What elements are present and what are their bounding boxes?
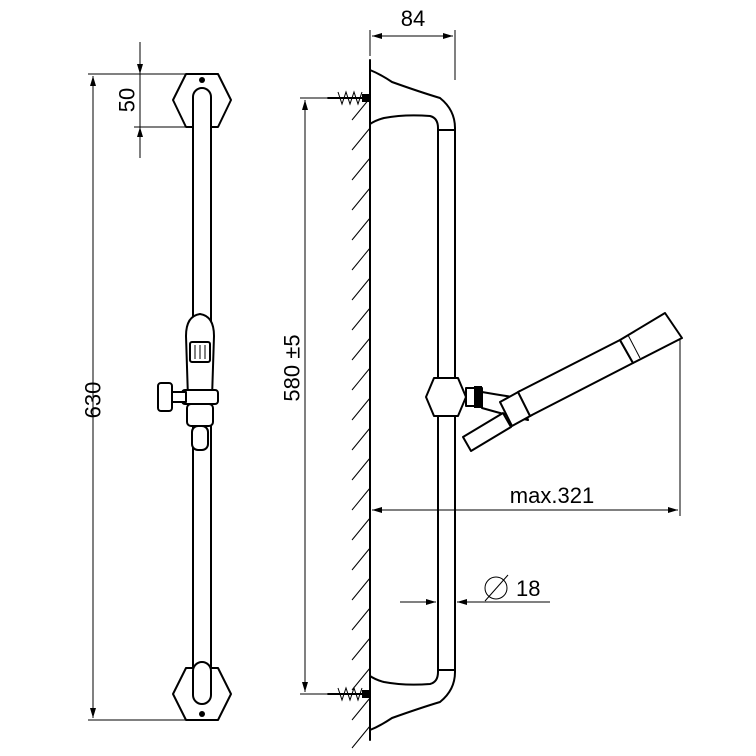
bottom-wall-screw bbox=[327, 686, 373, 702]
side-view: 84 580 ±5 bbox=[280, 6, 683, 749]
lock-knob bbox=[157, 382, 173, 412]
diameter-symbol bbox=[484, 574, 509, 602]
handshower-hose-end bbox=[462, 412, 512, 452]
bottom-bracket-profile bbox=[369, 664, 456, 731]
bottom-bracket-screw-hole bbox=[199, 711, 205, 717]
handshower-handle bbox=[517, 339, 634, 417]
holder-bottom bbox=[191, 425, 209, 451]
slider-clamp bbox=[181, 389, 219, 405]
top-wall-screw bbox=[327, 90, 373, 106]
handshower-joint bbox=[627, 334, 641, 359]
dimension-label-321: max.321 bbox=[510, 483, 594, 508]
slider-assembly bbox=[157, 313, 219, 451]
slider-hex-side bbox=[425, 377, 467, 417]
wall-hatch bbox=[351, 97, 371, 749]
front-view: 630 50 bbox=[81, 42, 232, 721]
dimension-label-84: 84 bbox=[401, 6, 425, 31]
pivot-ring bbox=[474, 386, 482, 408]
top-bracket-profile bbox=[369, 69, 456, 136]
slider-lower-body bbox=[186, 403, 214, 427]
top-bracket-screw-hole bbox=[199, 77, 205, 83]
handshower-head bbox=[619, 312, 683, 364]
slide-bar-lower-end bbox=[192, 661, 212, 705]
dimension-label-630: 630 bbox=[81, 382, 106, 419]
dimension-label-18: 18 bbox=[516, 576, 540, 601]
lock-knob-stem bbox=[171, 391, 187, 403]
dimension-label-50: 50 bbox=[115, 88, 140, 112]
handshower bbox=[462, 312, 683, 452]
dimension-label-580: 580 ±5 bbox=[280, 334, 305, 401]
